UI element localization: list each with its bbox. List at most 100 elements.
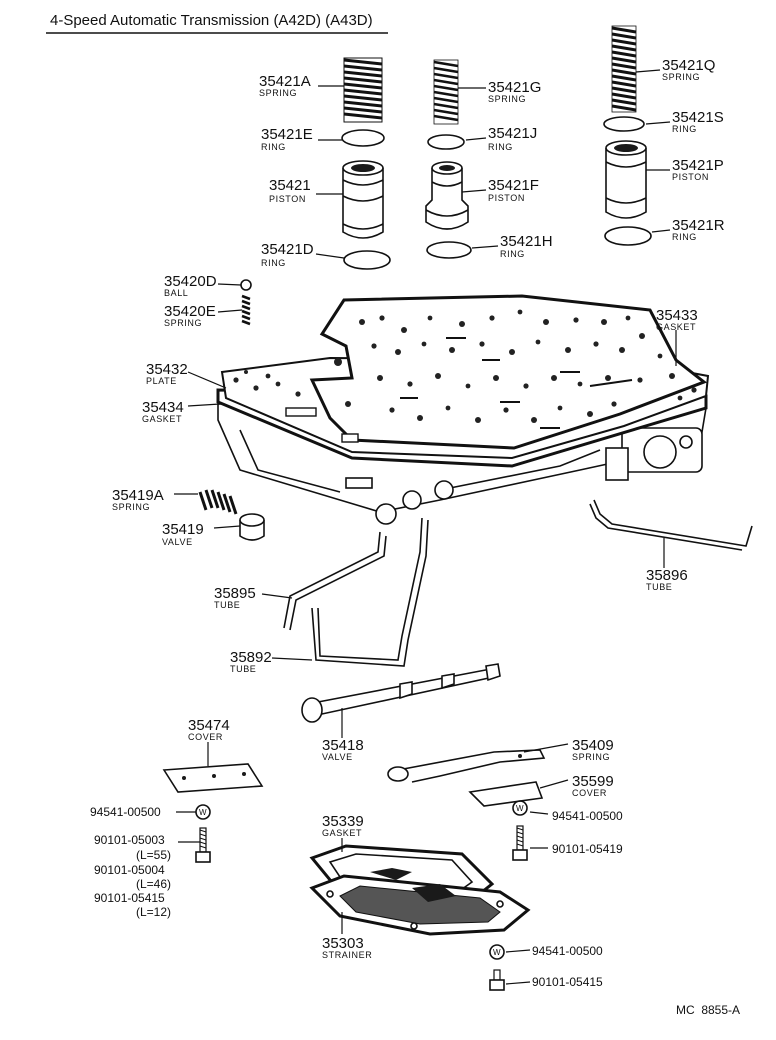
part-number-35892: 35892 [230,649,272,666]
fastener-bolt-left-2: 90101-05004 [94,863,165,877]
cover-35599-drawing [468,781,544,807]
part-name-35896: TUBE [646,582,672,592]
part-name-35421J: RING [488,142,513,152]
part-name-35434: GASKET [142,414,182,424]
svg-text:W: W [199,808,207,817]
fastener-bolt-left-3-length: (L=12) [136,905,171,919]
svg-text:W: W [493,948,501,957]
part-number-35418: 35418 [322,737,364,754]
tube-35895-drawing [283,531,387,631]
part-number-35421J: 35421J [488,125,537,142]
part-name-35433: GASKET [656,322,696,332]
part-name-35432: PLATE [146,376,177,386]
fastener-bolt-left-1-length: (L=55) [136,848,171,862]
piston-35421-drawing [342,160,384,239]
part-name-35421D: RING [261,258,286,268]
part-number-35421G: 35421G [488,79,541,96]
part-number-35419: 35419 [162,521,204,538]
part-number-35303: 35303 [322,935,364,952]
fastener-washer-right: 94541-00500 [552,809,623,823]
bolt-left-drawing [195,827,211,863]
part-number-35421F: 35421F [488,177,539,194]
part-number-35421: 35421 [269,177,311,194]
part-name-35474: COVER [188,732,223,742]
part-name-35421R: RING [672,232,697,242]
spring-35421A-drawing [343,57,383,123]
part-name-35420D: BALL [164,288,188,298]
washer-right-drawing: W [512,800,528,816]
tube-35892-drawing [311,517,429,667]
part-name-35421Q: SPRING [662,72,700,82]
part-number-35421A: 35421A [259,73,311,90]
cover-35474-drawing [162,763,264,793]
catalog-code: MC 8855-A [676,1003,740,1017]
part-number-35474: 35474 [188,717,230,734]
part-number-35421Q: 35421Q [662,57,715,74]
part-name-35419A: SPRING [112,502,150,512]
fastener-washer-bottom: 94541-00500 [532,944,603,958]
part-name-35599: COVER [572,788,607,798]
part-number-35895: 35895 [214,585,256,602]
part-name-35421E: RING [261,142,286,152]
bolt-right-drawing [512,825,528,861]
spring-35409-drawing [387,749,546,783]
fastener-washer-left: 94541-00500 [90,805,161,819]
part-name-35303: STRAINER [322,950,372,960]
washer-bottom-drawing: W [489,944,505,960]
spring-35420E-drawing [241,294,251,326]
part-name-35421F: PISTON [488,193,525,203]
part-number-35409: 35409 [572,737,614,754]
washer-left-drawing: W [195,804,211,820]
strainer-35303-drawing [309,868,531,936]
fastener-bolt-left-3: 90101-05415 [94,891,165,905]
ring-35421S-drawing [603,116,645,132]
part-name-35421H: RING [500,249,525,259]
part-number-35433: 35433 [656,307,698,324]
part-number-35432: 35432 [146,361,188,378]
svg-text:W: W [516,804,524,813]
fastener-bolt-left-1: 90101-05003 [94,833,165,847]
valve-body-drawing [216,294,710,525]
ring-35421R-drawing [604,226,652,246]
part-name-35339: GASKET [322,828,362,838]
part-name-35418: VALVE [322,752,353,762]
valve-35418-drawing [301,663,501,723]
part-number-35421E: 35421E [261,126,313,143]
diagram-title: 4-Speed Automatic Transmission (A42D) (A… [50,12,373,29]
fastener-bolt-bottom: 90101-05415 [532,975,603,989]
part-number-35421H: 35421H [500,233,553,250]
part-name-35409: SPRING [572,752,610,762]
part-number-35339: 35339 [322,813,364,830]
piston-35421P-drawing [605,140,647,219]
ring-35421H-drawing [426,241,472,259]
ring-35421D-drawing [343,250,391,270]
part-number-35599: 35599 [572,773,614,790]
part-name-35892: TUBE [230,664,256,674]
part-name-35421G: SPRING [488,94,526,104]
part-number-35421R: 35421R [672,217,725,234]
part-number-35434: 35434 [142,399,184,416]
part-number-35421S: 35421S [672,109,724,126]
fastener-bolt-right: 90101-05419 [552,842,623,856]
part-name-35895: TUBE [214,600,240,610]
part-name-35421P: PISTON [672,172,709,182]
fastener-bolt-left-2-length: (L=46) [136,877,171,891]
part-number-35896: 35896 [646,567,688,584]
spring-35421Q-drawing [611,25,637,113]
leader-lines [174,69,677,985]
part-number-35420E: 35420E [164,303,216,320]
valve-35419-drawing [239,513,265,541]
part-name-35421: PISTON [269,194,306,204]
ring-35421J-drawing [427,134,465,150]
piston-35421F-drawing [425,161,469,230]
part-number-35421P: 35421P [672,157,724,174]
part-name-35419: VALVE [162,537,193,547]
part-number-35419A: 35419A [112,487,164,504]
ball-35420D-drawing [240,279,252,291]
part-name-35420E: SPRING [164,318,202,328]
spring-35421G-drawing [433,59,459,125]
part-name-35421S: RING [672,124,697,134]
spring-35419A-drawing [198,489,238,515]
